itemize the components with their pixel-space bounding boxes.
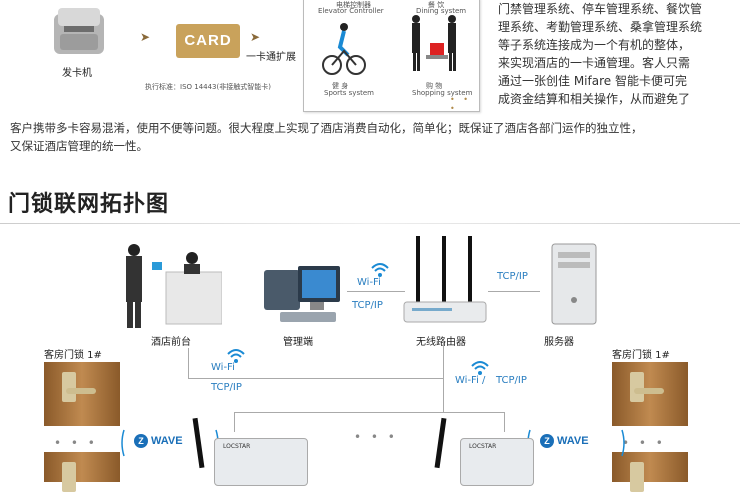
card-reader-label: 发卡机	[62, 68, 92, 79]
right-description: 门禁管理系统、停车管理系统、餐饮管 理系统、考勤管理系统、桑拿管理系统 等子系统…	[498, 0, 738, 108]
tcpip-label-3: TCP/IP	[211, 382, 242, 393]
gateway-left-brand: LOCSTAR	[223, 443, 251, 450]
right-line-1: 门禁管理系统、停车管理系统、餐饮管	[498, 2, 703, 16]
right-line-6: 成资金结算和相关操作，从而避免了	[498, 92, 691, 106]
wifi-icon-2	[227, 349, 245, 363]
gateway-right-brand: LOCSTAR	[469, 443, 497, 450]
signal-waves-left	[121, 429, 219, 457]
signal-waves-right	[527, 429, 625, 457]
right-dots: • • •	[622, 436, 666, 450]
room-lock-left-1	[44, 362, 120, 426]
tcpip-label-4: TCP/IP	[496, 375, 527, 386]
gateway-right: LOCSTAR	[460, 438, 534, 486]
arrow-right-icon-2: ➤	[250, 30, 261, 44]
link-router-down	[443, 340, 444, 412]
zwave-icon: Z	[134, 434, 148, 448]
main-paragraph: 客户携带多卡容易混淆，使用不便等问题。很大程度上实现了酒店消费自动化，简单化；既…	[10, 119, 735, 155]
zwave-badge-right: Z WAVE	[540, 434, 589, 448]
standard-text: 执行标准：ISO 14443(非接触式智能卡)	[145, 83, 271, 91]
wifi-label-1: Wi-Fi	[357, 277, 381, 288]
link-frontdesk-down	[188, 348, 189, 378]
zwave-icon-right: Z	[540, 434, 554, 448]
front-desk-image	[126, 244, 222, 328]
right-line-5: 通过一张创佳 Mifare 智能卡便可完	[498, 74, 687, 88]
wifi-icon	[371, 263, 389, 277]
card-expand-label: 一卡通扩展	[246, 52, 296, 63]
zwave-label-right: WAVE	[557, 435, 589, 447]
link-mgmt-router	[347, 291, 405, 292]
cyclist-icon	[322, 23, 366, 75]
management-label: 管理端	[283, 337, 313, 348]
wifi-label-2: Wi-Fi	[211, 362, 235, 373]
shopping-cn: 购 物	[426, 82, 443, 90]
arrow-right-icon: ➤	[140, 30, 151, 44]
wifi-icon-3	[471, 361, 489, 375]
room-lock-label-left: 客房门锁 1#	[44, 350, 102, 361]
gateway-left: LOCSTAR	[214, 438, 308, 486]
router-image	[403, 236, 487, 323]
para-line-1: 客户携带多卡容易混淆，使用不便等问题。很大程度上实现了酒店消费自动化，简单化；既…	[10, 121, 643, 135]
link-router-server	[488, 291, 540, 292]
left-dots: • • •	[54, 436, 98, 450]
right-line-4: 来实现酒店的一卡通管理。客人只需	[498, 56, 691, 70]
section-divider	[0, 223, 740, 224]
link-gateways	[234, 412, 504, 413]
right-line-3: 等子系统连接成为一个有机的整体，	[498, 38, 691, 52]
front-desk-label: 酒店前台	[151, 337, 191, 348]
room-lock-left-2	[44, 452, 120, 492]
wifi-label-3: Wi-Fi /	[455, 375, 486, 386]
router-label: 无线路由器	[416, 337, 466, 348]
management-pc-image	[264, 266, 340, 322]
right-line-2: 理系统、考勤管理系统、桑拿管理系统	[498, 20, 703, 34]
dining-cn: 餐 饮	[428, 1, 445, 9]
section-title: 门锁联网拓扑图	[8, 192, 170, 217]
sports-cn: 健 身	[332, 82, 349, 90]
link-gateway-left-up	[234, 412, 235, 432]
tcpip-label-1: TCP/IP	[352, 300, 383, 311]
sports-en: Sports system	[324, 89, 374, 97]
server-image	[551, 243, 597, 325]
elevator-en: Elevator Controller	[318, 7, 384, 15]
room-lock-label-right: 客房门锁 1#	[612, 350, 670, 361]
link-gateway-right-up	[504, 412, 505, 432]
dining-en: Dining system	[416, 7, 467, 15]
panel-more-dots: • • •	[450, 95, 471, 113]
room-lock-right-1	[612, 362, 688, 426]
zwave-label-left: WAVE	[151, 435, 183, 447]
gateway-dots: • • •	[354, 430, 398, 444]
elevator-cn: 电梯控制器	[336, 1, 371, 9]
card-image: CARD	[176, 24, 240, 58]
tcpip-label-2: TCP/IP	[497, 271, 528, 282]
link-frontdesk-router	[188, 378, 444, 379]
subsystem-panel: 电梯控制器 Elevator Controller 餐 饮 Dining sys…	[303, 0, 480, 113]
room-lock-right-2	[612, 452, 688, 492]
server-label: 服务器	[544, 337, 574, 348]
zwave-badge-left: Z WAVE	[134, 434, 183, 448]
shopping-en: Shopping system	[412, 89, 473, 97]
para-line-2: 又保证酒店管理的统一性。	[10, 139, 148, 153]
gateway-right-antenna	[434, 417, 447, 469]
shopping-people-icon	[412, 15, 456, 71]
card-reader-image	[48, 4, 110, 58]
